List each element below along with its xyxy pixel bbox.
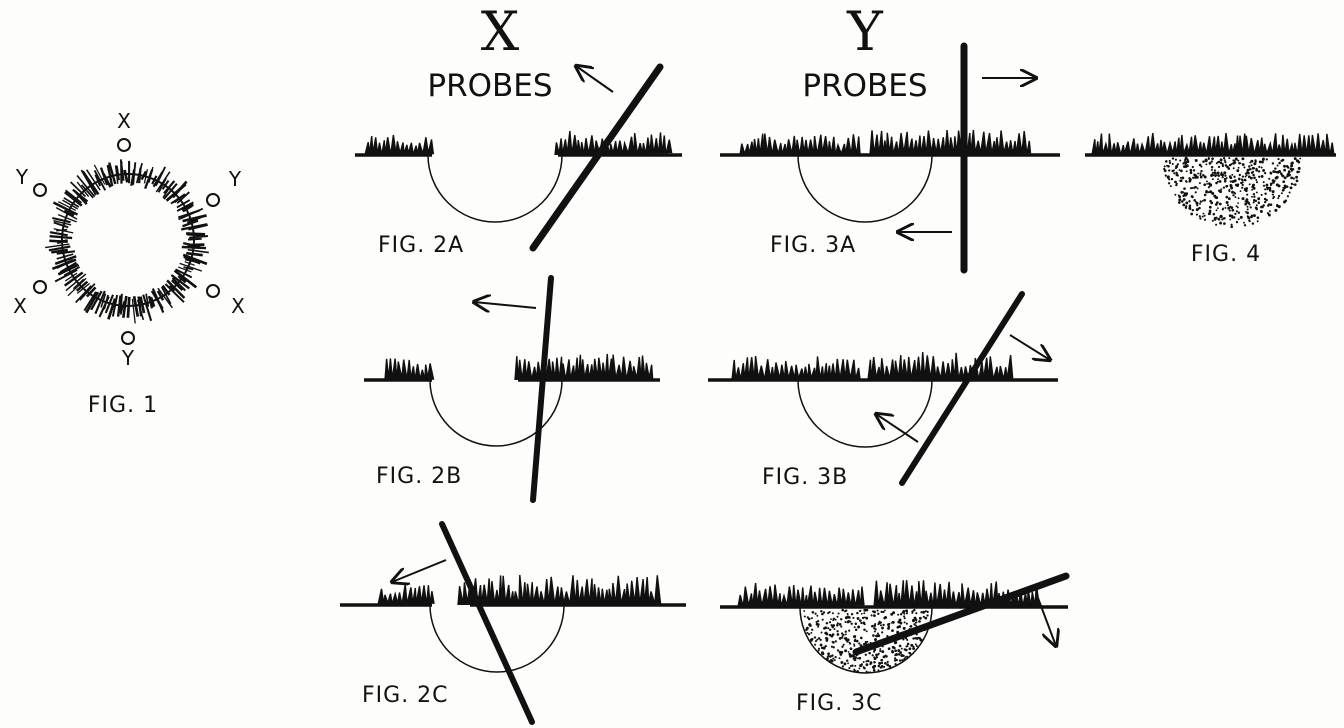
y-letter: Y bbox=[846, 0, 884, 63]
fig2a-grass-left bbox=[365, 135, 433, 155]
fig2b-diagram: FIG. 2B bbox=[364, 278, 660, 500]
fig4-grass bbox=[1092, 133, 1334, 155]
fig3a-label: FIG. 3A bbox=[770, 233, 856, 258]
fig3c-grass-left bbox=[738, 583, 864, 607]
fig3c-diagram: FIG. 3C bbox=[720, 576, 1068, 716]
marker-x-left: X bbox=[13, 294, 27, 318]
fig3a-divot bbox=[798, 155, 932, 222]
fig1-diagram: X Y Y X X Y FIG. 1 bbox=[13, 109, 245, 418]
fig4-label: FIG. 4 bbox=[1191, 242, 1261, 267]
marker-x-top: X bbox=[117, 109, 131, 133]
x-header-arrow bbox=[576, 66, 613, 92]
fig3c-stipple bbox=[803, 609, 929, 674]
fig2b-probe bbox=[533, 278, 551, 500]
fig3b-arrow-right bbox=[1010, 335, 1050, 360]
marker-x-right: X bbox=[231, 294, 245, 318]
fig1-label: FIG. 1 bbox=[88, 393, 158, 418]
fig3b-grass-right bbox=[868, 352, 1013, 380]
fig2c-label: FIG. 2C bbox=[362, 683, 449, 708]
fig1-grass-ring bbox=[45, 159, 209, 323]
fig2b-grass-left bbox=[385, 359, 434, 381]
y-probes-header: Y PROBES bbox=[802, 0, 1036, 104]
marker-y-bottom: Y bbox=[121, 346, 135, 370]
fig3a-grass-right bbox=[870, 130, 1031, 155]
fig4-stipple bbox=[1163, 157, 1301, 228]
fig2c-grass-left bbox=[378, 584, 434, 605]
x-probes-header: X PROBES bbox=[427, 0, 613, 104]
fig2c-diagram: FIG. 2C bbox=[340, 524, 686, 722]
fig2b-grass-right bbox=[515, 354, 653, 380]
fig2b-arrow bbox=[474, 302, 536, 308]
marker-y-right: Y bbox=[228, 167, 242, 191]
x-probes-word: PROBES bbox=[427, 68, 552, 104]
fig3c-label: FIG. 3C bbox=[796, 691, 883, 716]
fig4-diagram: FIG. 4 bbox=[1085, 133, 1336, 267]
fig3c-arrow bbox=[1038, 598, 1056, 646]
fig1-probe-markers: X Y Y X X Y bbox=[13, 109, 245, 370]
fig3b-diagram: FIG. 3B bbox=[708, 294, 1058, 490]
fig2c-grass-right bbox=[458, 575, 661, 605]
marker-y-left: Y bbox=[15, 165, 29, 189]
fig2c-arrow bbox=[392, 560, 446, 582]
fig3b-grass-left bbox=[732, 356, 860, 380]
fig3b-label: FIG. 3B bbox=[762, 465, 848, 490]
fig2a-divot bbox=[428, 155, 562, 222]
fig3b-probe bbox=[902, 294, 1022, 483]
x-letter: X bbox=[481, 0, 520, 63]
fig2a-label: FIG. 2A bbox=[378, 233, 464, 258]
fig2b-label: FIG. 2B bbox=[376, 464, 462, 489]
y-probes-word: PROBES bbox=[802, 68, 927, 104]
fig3a-grass-left bbox=[740, 134, 860, 156]
fig2c-probe bbox=[442, 524, 532, 722]
